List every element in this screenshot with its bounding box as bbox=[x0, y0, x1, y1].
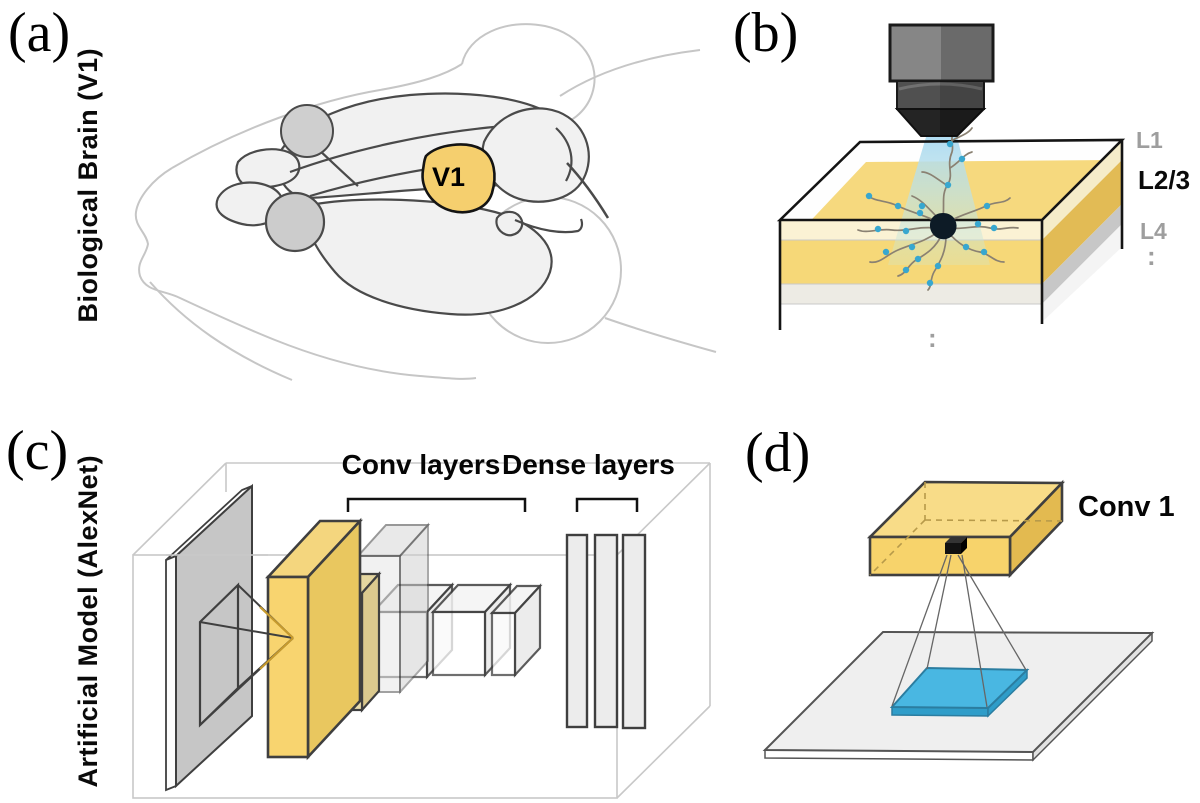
layer-ellipsis-side: : bbox=[1147, 241, 1156, 271]
panel-b-tag: (b) bbox=[733, 2, 799, 64]
conv-layers-label: Conv layers bbox=[341, 449, 501, 480]
brain-regions bbox=[215, 92, 610, 316]
side-l23-band bbox=[1042, 160, 1122, 284]
side-l4-band bbox=[1042, 204, 1122, 304]
receptive-field-pyramid bbox=[198, 582, 294, 728]
mouse-brain-illustration bbox=[134, 23, 717, 381]
panel-a-tag: (a) bbox=[8, 2, 71, 64]
conv1-box bbox=[866, 479, 1066, 579]
input-image-plane bbox=[165, 483, 268, 792]
excitation-beam bbox=[888, 137, 990, 265]
layer-ellipsis-bottom: : bbox=[928, 323, 937, 353]
projection-lines bbox=[891, 554, 1027, 708]
conv1-slab bbox=[265, 517, 363, 761]
unit-cube bbox=[945, 537, 967, 554]
dense-layer-bars bbox=[565, 533, 647, 730]
boutons bbox=[865, 140, 998, 287]
two-photon-imaging-illustration bbox=[776, 23, 1126, 330]
v1-region-label: V1 bbox=[432, 162, 466, 192]
microscope-objective-icon bbox=[888, 23, 995, 137]
conv1-hidden-edges bbox=[869, 482, 1063, 576]
conv-cube-3 bbox=[489, 583, 543, 678]
front-l4-band bbox=[780, 284, 1042, 304]
dense-bar-2 bbox=[593, 533, 619, 729]
frontal-region-upper bbox=[235, 148, 301, 189]
cerebellum-region bbox=[481, 107, 590, 203]
dense-bar-1 bbox=[565, 533, 589, 729]
dense-layers-label: Dense layers bbox=[502, 449, 675, 480]
brainstem-bump bbox=[495, 210, 524, 237]
colliculus-circle bbox=[280, 104, 334, 158]
panel-c-tag: (c) bbox=[6, 420, 69, 482]
conv1-box-label: Conv 1 bbox=[1078, 491, 1175, 523]
layer-label-l23: L2/3 bbox=[1138, 165, 1191, 195]
layer-label-l4: L4 bbox=[1140, 218, 1167, 244]
conv-layers-bracket bbox=[346, 497, 527, 512]
layer-label-l1: L1 bbox=[1136, 127, 1163, 153]
soma bbox=[930, 213, 957, 240]
panel-c-side-label: Artificial Model (AlexNet) bbox=[72, 454, 103, 788]
v1-region-highlight bbox=[421, 143, 496, 214]
conv1-receptive-field-illustration bbox=[762, 479, 1155, 762]
panel-d-tag: (d) bbox=[745, 422, 811, 484]
alexnet-architecture-illustration bbox=[132, 462, 711, 799]
side-l1-band bbox=[1042, 140, 1122, 240]
receptive-field-patch bbox=[889, 666, 1030, 718]
dense-layers-bracket bbox=[575, 497, 639, 512]
dense-bar-3 bbox=[621, 533, 647, 730]
olfactory-circle bbox=[264, 191, 326, 253]
panel-a-side-label: Biological Brain (V1) bbox=[72, 47, 103, 323]
